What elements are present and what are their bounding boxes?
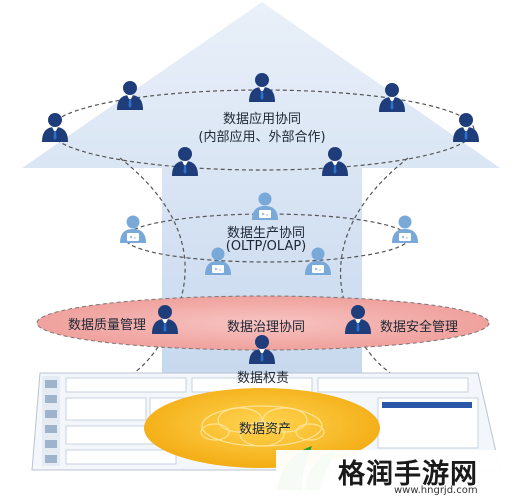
watermark-url: www.hngrjd.com (394, 485, 478, 496)
user-icon (42, 113, 68, 142)
assets-disc-pattern (200, 405, 325, 447)
assets-label: 数据资产 (238, 422, 291, 437)
watermark-name: 格润手游网 (338, 459, 478, 490)
security-management-label: 数据安全管理 (379, 320, 458, 335)
governance-band (36, 295, 490, 351)
governance-center-label: 数据治理协同 (226, 320, 305, 335)
developer-icon (391, 215, 419, 244)
assets-disc (144, 388, 380, 468)
application-layer-title: 数据应用协同 (222, 112, 301, 127)
rights-label: 数据权责 (236, 371, 289, 386)
watermark: 格润手游网 www.hngrjd.com (276, 450, 521, 500)
production-layer-subtitle: (OLTP/OLAP) (225, 239, 307, 254)
developer-icon (119, 215, 147, 244)
production-layer-title: 数据生产协同 (226, 226, 305, 241)
upward-arrow (22, 2, 500, 380)
user-icon (453, 113, 479, 142)
application-layer-subtitle: (内部应用、外部合作) (198, 130, 326, 145)
quality-management-label: 数据质量管理 (67, 318, 146, 333)
